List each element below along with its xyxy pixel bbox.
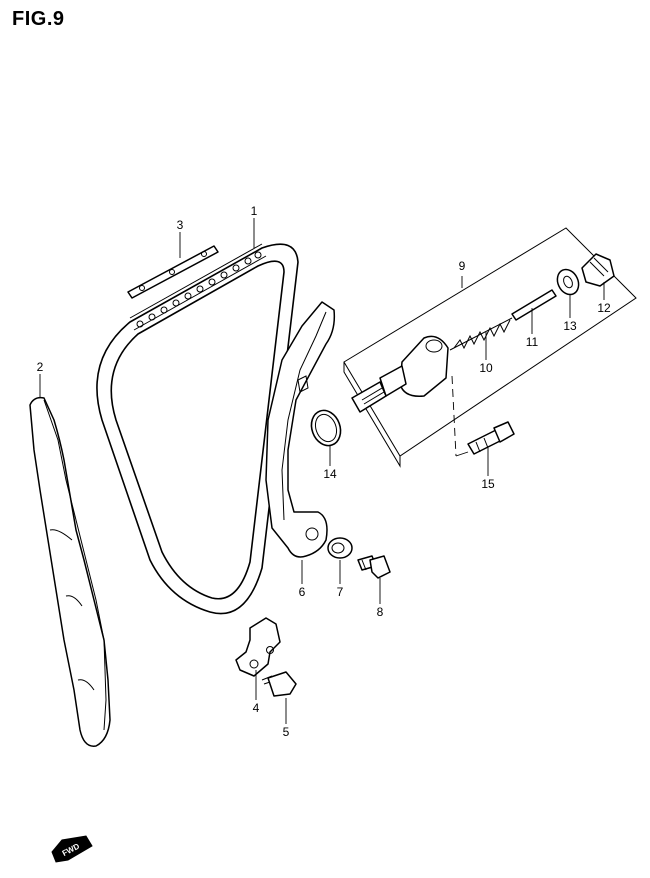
- o-ring-14: [310, 409, 342, 447]
- bolt-15: [467, 421, 515, 455]
- callout-numbers: 1 2 3 4 5 6 7 8 9 10 11 12 13 14 15: [37, 204, 611, 739]
- callout-9: 9: [459, 259, 466, 273]
- callout-5: 5: [283, 725, 290, 739]
- rod-11: [511, 289, 557, 321]
- callout-1: 1: [251, 204, 258, 218]
- callout-13: 13: [563, 319, 577, 333]
- spring-10: [449, 317, 513, 351]
- callout-3: 3: [177, 218, 184, 232]
- callout-4: 4: [253, 701, 260, 715]
- bolt-5: [261, 671, 297, 697]
- chain-guide-front: [29, 396, 111, 747]
- bolt-8: [357, 555, 391, 579]
- chain-guide-top: [127, 245, 219, 299]
- callout-12: 12: [597, 301, 611, 315]
- callout-11: 11: [526, 335, 539, 349]
- alignment-lines: [451, 375, 469, 457]
- tensioner-body: [351, 335, 449, 413]
- figure-title: FIG.9: [12, 8, 65, 30]
- cap-bolt-12: [581, 253, 615, 287]
- cam-chain: [96, 243, 299, 615]
- callout-2: 2: [37, 360, 44, 374]
- tensioner-assembly-box: [343, 227, 637, 468]
- callout-10: 10: [479, 361, 493, 375]
- callout-14: 14: [323, 467, 337, 481]
- callout-6: 6: [299, 585, 306, 599]
- chain-guide-tensioner: [265, 301, 336, 558]
- bracket: [235, 617, 281, 677]
- bushing-7: [327, 537, 353, 559]
- washer-13: [556, 268, 580, 296]
- callout-15: 15: [481, 477, 495, 491]
- callout-8: 8: [377, 605, 384, 619]
- leader-lines: [39, 218, 605, 724]
- fwd-arrow-icon: FWD: [51, 835, 93, 863]
- callout-7: 7: [337, 585, 344, 599]
